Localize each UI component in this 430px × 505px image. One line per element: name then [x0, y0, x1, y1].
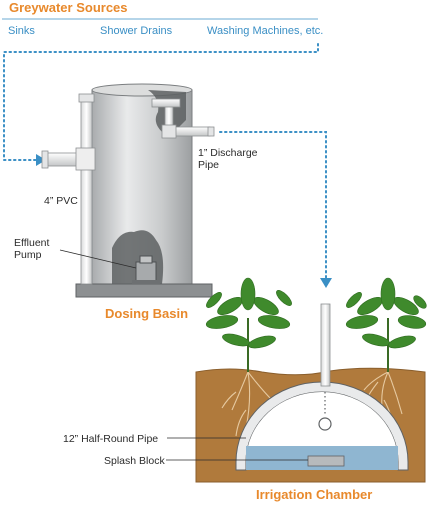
inlet-pipe — [41, 147, 96, 171]
discharge-pipe-label-line2: Pipe — [198, 159, 219, 171]
dosing-basin-label: Dosing Basin — [105, 306, 188, 321]
plant-right — [345, 277, 427, 372]
discharge-pipe — [151, 98, 215, 139]
splash-block — [307, 455, 345, 467]
discharge-flow-line — [219, 131, 327, 281]
inflow-arrow-icon — [36, 154, 46, 166]
vertical-pvc-pipe — [78, 93, 95, 285]
pvc-label: 4” PVC — [44, 195, 78, 207]
irrigation-chamber-label: Irrigation Chamber — [256, 487, 372, 502]
plant-left — [205, 277, 292, 372]
source-shower-drains: Shower Drains — [100, 25, 173, 37]
outflow-arrow-icon — [320, 278, 332, 288]
discharge-pipe-label-line1: 1” Discharge — [198, 147, 258, 159]
source-flow-line — [3, 43, 319, 161]
pump-leader-line — [59, 249, 137, 269]
splash-block-label: Splash Block — [104, 455, 165, 467]
source-sinks: Sinks — [8, 25, 35, 37]
source-washing-machines: Washing Machines, etc. — [207, 25, 323, 37]
effluent-pump-label-line2: Pump — [14, 249, 42, 261]
chamber-inlet-pipe — [318, 303, 332, 431]
greywater-sources-title: Greywater Sources — [9, 0, 128, 15]
effluent-pump — [132, 255, 160, 284]
half-round-pipe-label: 12” Half-Round Pipe — [63, 433, 158, 445]
plant-roots — [221, 371, 403, 437]
effluent-pump-label-line1: Effluent — [14, 237, 49, 249]
